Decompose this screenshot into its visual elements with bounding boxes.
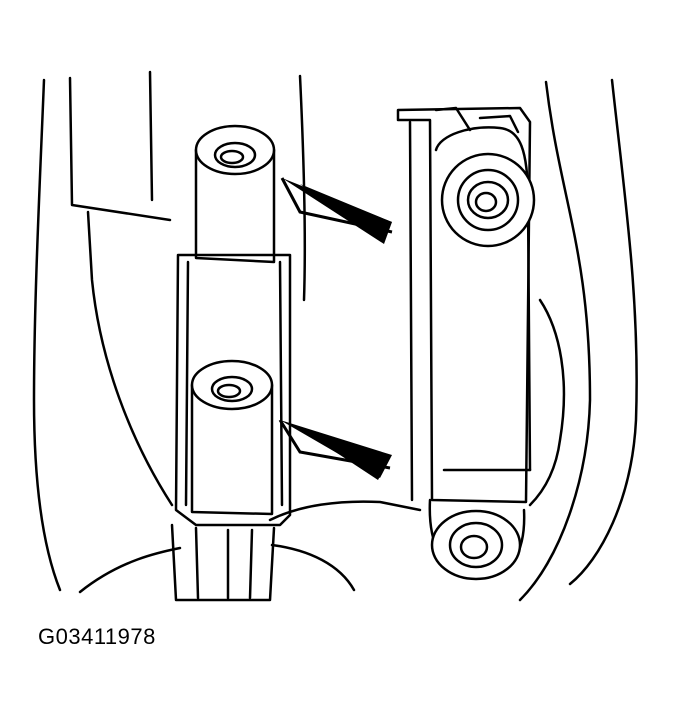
left-boss-foot-lines — [194, 526, 254, 600]
upper-left-boss — [194, 124, 276, 264]
housing-inner-left — [68, 76, 172, 222]
lower-right-bushing — [428, 498, 526, 581]
arrow-upper — [280, 177, 393, 244]
left-boss-foot — [170, 523, 276, 602]
upper-right-bushing — [440, 152, 536, 248]
housing-right-outline — [518, 80, 592, 602]
left-bracket-plate — [174, 253, 292, 527]
lower-arc-right — [270, 543, 356, 592]
lower-ledge — [268, 500, 422, 522]
housing-right-lip — [528, 298, 566, 507]
left-bracket-inner — [184, 260, 284, 507]
housing-right-far — [568, 78, 638, 586]
housing-top-left — [148, 70, 154, 202]
lower-left-boss — [190, 359, 274, 516]
housing-left-outline — [32, 78, 62, 592]
housing-left-step — [86, 210, 174, 507]
housing-center-ridge — [298, 74, 307, 302]
arrow-lower — [278, 419, 392, 480]
lower-arc — [78, 546, 182, 594]
figure-id-label: G03411978 — [38, 624, 156, 649]
